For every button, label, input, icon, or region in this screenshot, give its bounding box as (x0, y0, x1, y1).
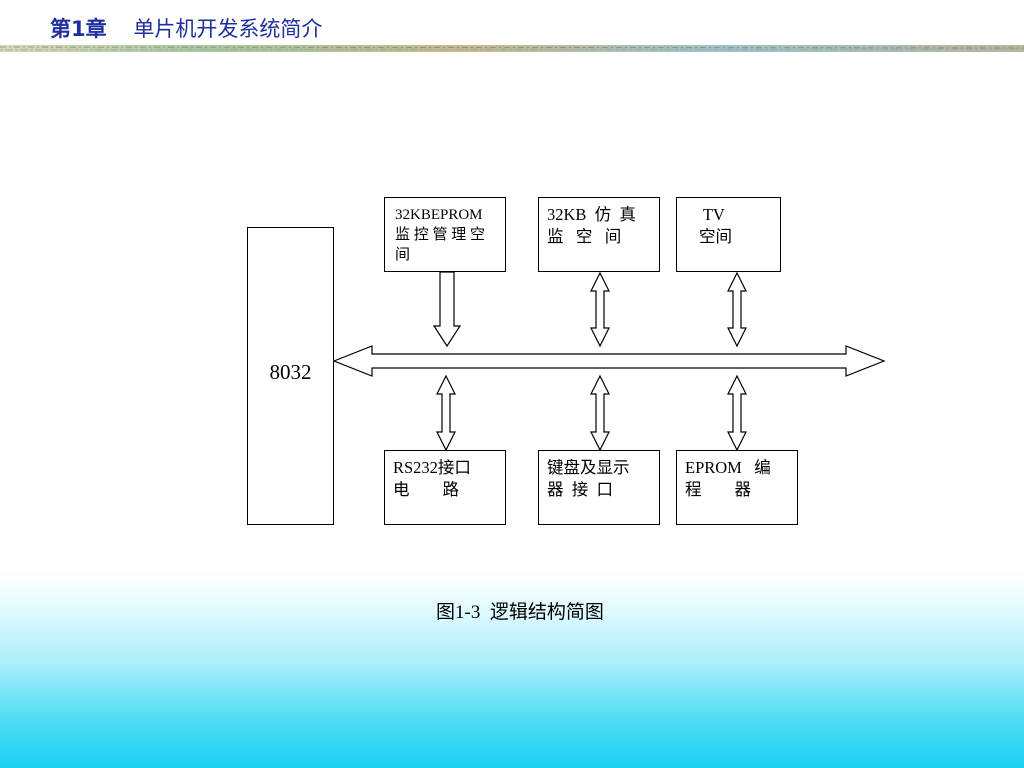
eprom-programmer-line-1: EPROM 编 (685, 458, 771, 477)
header-divider (0, 45, 1024, 52)
system-bus-arrow (332, 345, 886, 377)
rs232-block: RS232接口 电 路 (384, 450, 506, 525)
rs232-line-2: 电 路 (393, 480, 459, 499)
figure-caption: 图1-3 逻辑结构简图 (436, 602, 604, 623)
page-title: 第1章 单片机开发系统简介 (50, 14, 322, 44)
tv-line-2: 空间 (699, 227, 732, 246)
simulation-line-2: 监 空 间 (547, 227, 622, 246)
eprom-programmer-arrow (727, 374, 747, 452)
tv-line-1: TV (699, 205, 725, 224)
eprom-programmer-line-2: 程 器 (685, 480, 751, 499)
simulation-line-1: 32KB 仿 真 (547, 205, 636, 224)
keyboard-line-1: 键盘及显示 (547, 458, 630, 477)
tv-space-block: TV 空间 (676, 197, 781, 272)
eprom-monitor-line-3: 间 (395, 247, 411, 263)
eprom-monitor-arrow (432, 271, 462, 348)
eprom-monitor-line-2: 监 控 管 理 空 (395, 227, 486, 243)
eprom-monitor-line-1: 32KBEPROM (395, 207, 483, 223)
rs232-line-1: RS232接口 (393, 458, 471, 477)
keyboard-line-2: 器 接 口 (547, 480, 613, 499)
eprom-monitor-block: 32KBEPROM 监 控 管 理 空 间 (384, 197, 506, 272)
cpu-label: 8032 (269, 360, 312, 384)
rs232-arrow (436, 374, 456, 452)
eprom-programmer-block: EPROM 编 程 器 (676, 450, 798, 525)
tv-space-arrow (727, 271, 747, 348)
keyboard-display-arrow (590, 374, 610, 452)
chapter-number: 第1章 (50, 17, 107, 41)
simulation-space-arrow (590, 271, 610, 348)
cpu-block: 8032 (247, 227, 334, 525)
keyboard-display-block: 键盘及显示 器 接 口 (538, 450, 660, 525)
simulation-monitor-block: 32KB 仿 真 监 空 间 (538, 197, 660, 272)
chapter-title: 单片机开发系统简介 (133, 17, 323, 41)
